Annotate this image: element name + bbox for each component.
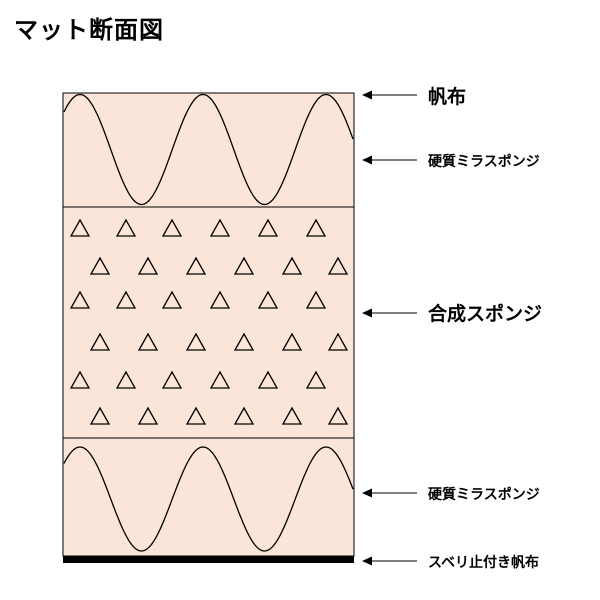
triangle-mark xyxy=(257,370,279,389)
callout-canvas-top: 帆布 xyxy=(362,85,466,108)
label-composite: 合成スポンジ xyxy=(428,302,542,325)
triangle-mark xyxy=(137,406,159,425)
triangle-mark xyxy=(185,332,207,351)
arrow-head-icon xyxy=(362,90,372,100)
triangle-mark xyxy=(69,218,91,237)
triangle-mark xyxy=(209,218,231,237)
arrow-head-icon xyxy=(362,488,372,498)
triangle-mark xyxy=(257,290,279,309)
triangle-mark xyxy=(233,406,255,425)
triangle-mark xyxy=(305,370,327,389)
composite-sponge-layer xyxy=(62,206,355,439)
triangle-mark xyxy=(185,406,207,425)
callout-composite: 合成スポンジ xyxy=(362,302,542,325)
triangle-mark xyxy=(209,290,231,309)
triangle-mark xyxy=(233,256,255,275)
arrow-head-icon xyxy=(362,308,372,318)
triangle-mark xyxy=(137,332,159,351)
non-slip-canvas-strip xyxy=(63,556,354,563)
triangle-mark xyxy=(137,256,159,275)
triangle-mark xyxy=(115,370,137,389)
callout-rigid-top: 硬質ミラスポンジ xyxy=(362,153,540,170)
triangle-mark xyxy=(327,406,349,425)
triangle-mark xyxy=(209,370,231,389)
triangle-mark xyxy=(89,332,111,351)
triangle-mark xyxy=(233,332,255,351)
wave-pattern-bottom xyxy=(63,446,354,552)
triangle-pattern xyxy=(69,218,349,425)
triangle-mark xyxy=(305,218,327,237)
triangle-mark xyxy=(161,218,183,237)
triangle-mark xyxy=(281,406,303,425)
triangle-mark xyxy=(185,256,207,275)
triangle-mark xyxy=(89,256,111,275)
triangle-mark xyxy=(69,290,91,309)
callout-nonslip: スベリ止付き帆布 xyxy=(362,554,539,571)
triangle-mark xyxy=(115,290,137,309)
arrow-head-icon xyxy=(362,556,372,566)
triangle-mark xyxy=(69,370,91,389)
callout-rigid-bottom: 硬質ミラスポンジ xyxy=(362,486,540,503)
label-rigid-top: 硬質ミラスポンジ xyxy=(428,153,540,170)
triangle-mark xyxy=(89,406,111,425)
triangle-mark xyxy=(327,332,349,351)
triangle-mark xyxy=(257,218,279,237)
triangle-mark xyxy=(305,290,327,309)
arrow-head-icon xyxy=(362,155,372,165)
label-rigid-bottom: 硬質ミラスポンジ xyxy=(428,486,540,503)
triangle-mark xyxy=(161,290,183,309)
triangle-mark xyxy=(161,370,183,389)
triangle-mark xyxy=(281,332,303,351)
page-title: マット断面図 xyxy=(14,16,164,44)
rigid-sponge-bottom-layer xyxy=(62,437,355,557)
triangle-mark xyxy=(115,218,137,237)
label-canvas-top: 帆布 xyxy=(428,85,466,108)
triangle-mark xyxy=(281,256,303,275)
mat-body xyxy=(62,92,355,563)
triangle-mark xyxy=(327,256,349,275)
wave-pattern-top xyxy=(63,93,354,206)
label-nonslip: スベリ止付き帆布 xyxy=(428,554,539,571)
